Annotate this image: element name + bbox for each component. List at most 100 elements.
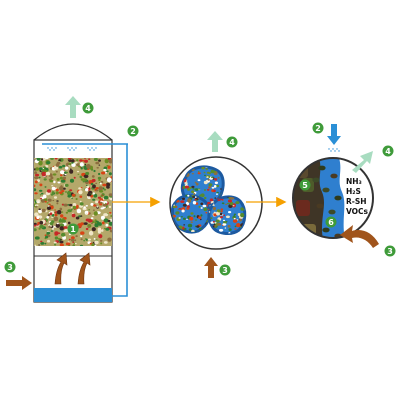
- marker-2-zoom-label: 2: [315, 124, 321, 133]
- media-speck: [187, 194, 190, 197]
- media-speck: [95, 187, 99, 189]
- marker-3-mid: 3: [219, 264, 231, 276]
- media-block: [296, 200, 310, 216]
- media-speck: [67, 221, 71, 225]
- microbe: [312, 177, 320, 183]
- media-speck: [185, 185, 190, 189]
- media-speck: [85, 238, 88, 241]
- media-speck: [107, 219, 111, 223]
- media-speck: [178, 217, 181, 219]
- media-speck: [46, 161, 51, 165]
- media-speck: [82, 180, 86, 183]
- media-speck: [37, 201, 40, 203]
- marker-4-tower: 4: [82, 102, 94, 114]
- media-speck: [169, 166, 172, 168]
- media-speck: [170, 185, 172, 187]
- media-speck: [80, 215, 83, 217]
- media-speck: [192, 188, 195, 190]
- media-speck: [217, 223, 222, 226]
- spray-droplet: [55, 147, 57, 149]
- marker-5: 5: [299, 179, 311, 191]
- media-speck: [95, 189, 99, 192]
- particles-closeup: [169, 156, 263, 250]
- media-speck: [222, 219, 226, 222]
- media-speck: [76, 163, 81, 167]
- media-speck: [61, 219, 66, 223]
- media-speck: [60, 170, 65, 175]
- media-speck: [182, 166, 187, 168]
- media-speck: [84, 158, 86, 160]
- media-speck: [51, 186, 56, 191]
- media-speck: [69, 169, 74, 174]
- media-speck: [215, 219, 220, 223]
- media-speck: [74, 242, 77, 245]
- media-speck: [211, 176, 214, 179]
- media-speck: [47, 214, 50, 216]
- media-speck: [72, 205, 77, 210]
- media-speck: [103, 213, 108, 217]
- media-speck: [93, 204, 96, 207]
- media-speck: [98, 159, 101, 162]
- media-speck: [52, 173, 57, 176]
- media-speck: [85, 184, 88, 186]
- media-speck: [188, 228, 192, 231]
- media-speck: [65, 211, 69, 214]
- media-speck: [92, 184, 96, 189]
- media-speck: [174, 166, 178, 169]
- media-speck: [36, 215, 40, 219]
- media-speck: [85, 213, 88, 216]
- media-speck: [53, 196, 58, 199]
- microbe: [322, 227, 330, 233]
- media-speck: [108, 221, 112, 226]
- media-speck: [194, 196, 197, 198]
- media-speck: [196, 199, 199, 202]
- media-speck: [43, 178, 47, 181]
- spray-droplet: [95, 147, 97, 149]
- media-speck: [97, 227, 102, 232]
- media-speck: [191, 190, 195, 194]
- media-speck: [34, 244, 37, 246]
- media-speck: [44, 200, 47, 203]
- media-speck: [44, 242, 47, 245]
- media-speck: [186, 207, 190, 210]
- media-speck: [44, 223, 47, 225]
- media-speck: [38, 227, 41, 230]
- media-block: [310, 236, 322, 238]
- media-speck: [46, 206, 52, 210]
- media-speck: [72, 203, 77, 207]
- media-speck: [182, 217, 186, 220]
- media-speck: [98, 164, 101, 166]
- media-speck: [197, 197, 200, 199]
- media-speck: [54, 231, 59, 236]
- media-speck: [239, 218, 242, 222]
- spray-droplet: [87, 147, 89, 149]
- media-speck: [58, 159, 62, 162]
- media-speck: [225, 215, 230, 219]
- media-speck: [217, 177, 220, 179]
- media-speck: [73, 176, 76, 179]
- media-speck: [186, 218, 188, 220]
- media-speck: [197, 179, 201, 182]
- media-speck: [181, 209, 185, 213]
- media-speck: [51, 213, 55, 217]
- microbe: [322, 187, 330, 193]
- media-speck: [71, 238, 75, 242]
- media-speck: [106, 177, 112, 183]
- media-speck: [64, 191, 68, 193]
- media-speck: [190, 212, 194, 215]
- media-speck: [62, 176, 67, 180]
- media-speck: [67, 190, 72, 196]
- particles-exhaust-arrow: [207, 131, 223, 152]
- media-speck: [80, 238, 83, 241]
- media-speck: [66, 171, 68, 174]
- media-speck: [34, 199, 36, 202]
- media-speck: [213, 189, 216, 193]
- media-speck: [198, 188, 201, 190]
- media-speck: [203, 180, 208, 185]
- media-speck: [60, 239, 62, 241]
- chem-h2s: H₂S: [346, 187, 361, 196]
- media-speck: [232, 205, 235, 207]
- media-speck: [46, 216, 49, 219]
- marker-5-label: 5: [302, 181, 308, 190]
- media-speck: [42, 194, 47, 199]
